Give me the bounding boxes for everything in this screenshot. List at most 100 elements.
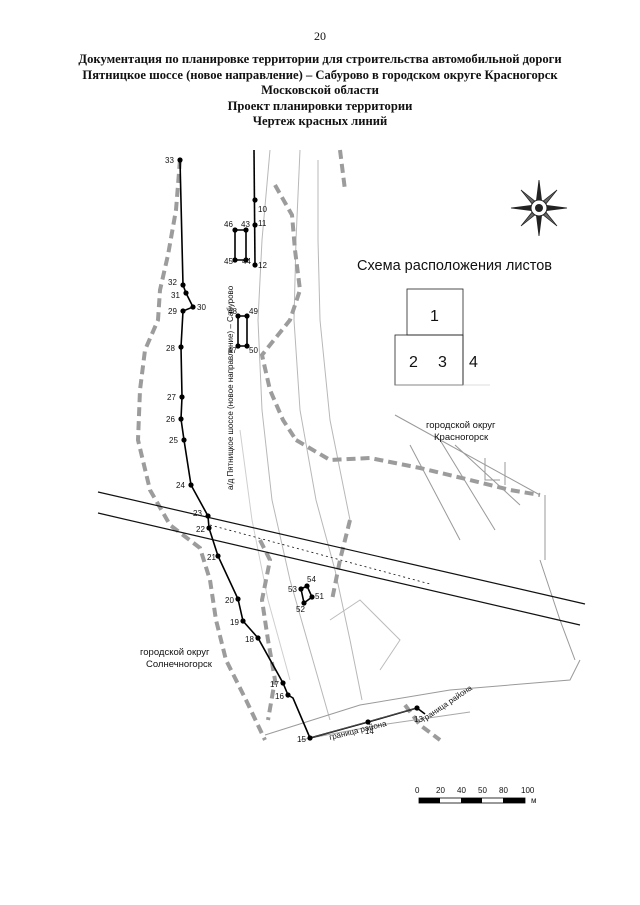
turning-point-label: 10: [258, 205, 267, 214]
turning-point-marker: [252, 262, 258, 268]
turning-point-marker: [243, 227, 249, 233]
turning-point-label: 50: [249, 346, 258, 355]
turning-point-label: 29: [168, 307, 177, 316]
page-number: 20: [314, 29, 326, 43]
turning-point-marker: [252, 222, 258, 228]
turning-point-marker: [180, 308, 186, 314]
turning-point-marker: [178, 416, 184, 422]
turning-point-label: 23: [193, 509, 202, 518]
turning-point-marker: [244, 343, 250, 349]
turning-point-label: 27: [167, 393, 176, 402]
turning-point-label: 12: [258, 261, 267, 270]
turning-point-marker: [252, 197, 258, 203]
district-east-line-2: Красногорск: [434, 432, 489, 443]
turning-point-label: 31: [171, 291, 180, 300]
turning-point-marker: [280, 680, 286, 686]
turning-point-marker: [307, 735, 313, 741]
turning-point-label: 46: [224, 220, 233, 229]
turning-point-marker: [235, 596, 241, 602]
turning-point-label: 44: [242, 257, 251, 266]
scale-tick-label: 40: [457, 786, 466, 795]
turning-point-label: 49: [249, 307, 258, 316]
turning-point-marker: [304, 583, 310, 589]
turning-point-marker: [365, 719, 371, 725]
turning-point-label: 33: [165, 156, 174, 165]
turning-point-label: 24: [176, 481, 185, 490]
turning-point-marker: [206, 525, 212, 531]
turning-point-marker: [188, 482, 194, 488]
turning-point-label: 21: [207, 553, 216, 562]
turning-point-marker: [205, 513, 211, 519]
title-line: Проект планировки территории: [227, 98, 413, 113]
sheet-2: 2: [409, 354, 418, 371]
turning-point-label: 30: [197, 303, 206, 312]
document-title: Документация по планировке территории дл…: [40, 52, 600, 130]
power-line-corridor: [97, 491, 586, 626]
scale-tick-label: 20: [436, 786, 445, 795]
turning-point-marker: [414, 705, 420, 711]
turning-point-marker: [179, 394, 185, 400]
turning-point-marker: [180, 282, 186, 288]
scale-tick-label: 50: [478, 786, 487, 795]
turning-point-marker: [232, 257, 238, 263]
scale-tick-label: 80: [499, 786, 508, 795]
turning-point-marker: [190, 304, 196, 310]
title-line: Чертеж красных линий: [252, 114, 388, 128]
turning-point-label: 43: [241, 220, 250, 229]
turning-point-marker: [181, 437, 187, 443]
title-line: Московской области: [261, 83, 379, 97]
sheet-layout-scheme: Схема расположения листов 1 2 3 4: [357, 258, 552, 386]
turning-point-label: 18: [245, 635, 254, 644]
compass-rose-icon: [510, 179, 568, 237]
turning-point-label: 51: [315, 592, 324, 601]
territory-boundaries: [135, 149, 541, 742]
turning-point-marker: [215, 553, 221, 559]
turning-point-marker: [243, 257, 249, 263]
turning-point-label: 26: [166, 415, 175, 424]
scale-unit: м: [531, 796, 537, 805]
scale-bar: 0 20 40 50 80 100 м: [415, 786, 537, 805]
turning-point-label: 32: [168, 278, 177, 287]
turning-point-marker: [309, 594, 315, 600]
turning-point-label: 22: [196, 525, 205, 534]
sheet-1: 1: [430, 308, 439, 325]
sheet-3: 3: [438, 354, 447, 371]
district-west-line-2: Солнечногорск: [146, 659, 213, 670]
turning-point-label: 53: [288, 585, 297, 594]
turning-point-label: 25: [169, 436, 178, 445]
turning-point-marker: [232, 227, 238, 233]
turning-point-marker: [177, 157, 183, 163]
district-east-line-1: городской округ: [426, 420, 496, 431]
scheme-title: Схема расположения листов: [357, 258, 552, 274]
turning-point-label: 11: [258, 219, 267, 228]
sheet-4: 4: [469, 354, 478, 371]
turning-point-label: 14: [365, 727, 374, 736]
turning-point-label: 19: [230, 618, 239, 627]
turning-points: 33 32 31 30 29 28 27 26 25 24 23 22 21 20 19 18 17 16 15 14…: [165, 156, 423, 744]
turning-point-label: 54: [307, 575, 316, 584]
scale-tick-label: 100: [521, 786, 535, 795]
turning-point-marker: [285, 692, 291, 698]
road-label: а/д Пятницкое шоссе (новое направление) …: [226, 285, 235, 490]
turning-point-marker: [244, 313, 250, 319]
title-line: Документация по планировке территории дл…: [78, 52, 562, 66]
boundary-label-2: граница района: [420, 683, 474, 724]
turning-point-label: 16: [275, 692, 284, 701]
turning-point-marker: [183, 290, 189, 296]
turning-point-label: 52: [296, 605, 305, 614]
turning-point-label: 17: [270, 680, 279, 689]
turning-point-marker: [298, 586, 304, 592]
scale-tick-label: 0: [415, 786, 420, 795]
turning-point-marker: [240, 618, 246, 624]
turning-point-marker: [235, 343, 241, 349]
turning-point-label: 20: [225, 596, 234, 605]
turning-point-label: 47: [228, 346, 237, 355]
turning-point-label: 45: [224, 257, 233, 266]
boundary-thin-line: [309, 707, 418, 739]
turning-point-label: 15: [297, 735, 306, 744]
base-map: [239, 149, 581, 741]
turning-point-marker: [255, 635, 261, 641]
turning-point-label: 48: [228, 307, 237, 316]
turning-point-label: 28: [166, 344, 175, 353]
